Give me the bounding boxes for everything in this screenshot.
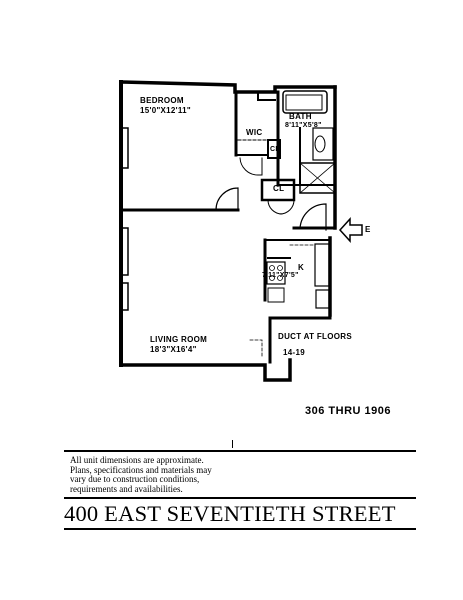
window-3: [120, 282, 129, 311]
exterior-wall-top: [119, 80, 337, 94]
bedroom-name: BEDROOM: [140, 96, 184, 105]
burner-2: [277, 265, 283, 271]
burner-4: [277, 275, 283, 281]
duct-dashed: [249, 339, 263, 357]
tub-inner: [285, 94, 323, 111]
kitchen-counter: [264, 239, 331, 259]
kitchen-dims: 7'11"X7'5": [262, 272, 299, 279]
bath-wall-lower: [277, 127, 336, 186]
entry-door: [299, 203, 327, 231]
bath-dims: 8'11"X5'8": [285, 122, 322, 129]
disclaimer-line: Plans, specifications and materials may: [70, 464, 212, 475]
bottom-rule: [64, 528, 416, 530]
disclaimer-line: requirements and availabilities.: [70, 483, 183, 494]
living-room-dims: 18'3"X16'4": [150, 345, 197, 354]
shower: [299, 162, 336, 194]
window-1: [120, 127, 129, 169]
disclaimer-line: vary due to construction conditions,: [70, 474, 200, 485]
closet-lower: [260, 178, 296, 202]
entry-label: E: [365, 225, 371, 234]
center-tick: [232, 440, 233, 448]
stove: [266, 261, 286, 285]
shower-x: [299, 162, 336, 194]
bedroom-door: [215, 187, 239, 211]
window-2: [120, 227, 129, 276]
burner-1: [269, 265, 275, 271]
kitchen-name: K: [298, 263, 305, 272]
sink: [314, 135, 326, 153]
duct-note-line2: 14-19: [283, 348, 305, 357]
bathtub: [282, 90, 328, 114]
units-range: 306 THRU 1906: [305, 405, 391, 417]
refrigerator: [314, 243, 330, 287]
disclaimer: All unit dimensions are approximate. Pla…: [70, 455, 290, 494]
vanity: [312, 127, 334, 161]
exterior-wall-bottom: [119, 358, 292, 382]
disclaimer-line: All unit dimensions are approximate.: [70, 455, 204, 465]
closet-door: [267, 199, 295, 215]
bedroom-dims: 15'0"X12'11": [140, 106, 192, 115]
wic-name: WIC: [246, 128, 263, 137]
duct-note-line1: DUCT AT FLOORS: [278, 332, 352, 341]
entry-arrow-icon: [338, 217, 363, 243]
bath-name: BATH: [289, 112, 312, 121]
dishwasher: [267, 287, 285, 303]
kitchen-sink: [315, 289, 330, 309]
cl-upper-name: CL: [270, 146, 280, 153]
building-name: 400 EAST SEVENTIETH STREET: [64, 501, 396, 526]
wall-wic-top: [257, 91, 276, 101]
burner-3: [269, 275, 275, 281]
top-rule: [64, 450, 416, 452]
cl-lower-name: CL: [273, 184, 285, 193]
middle-rule: [64, 497, 416, 499]
closet-small: [267, 139, 281, 159]
wic-door: [239, 157, 263, 176]
duct-wall: [268, 316, 332, 364]
living-room-name: LIVING ROOM: [150, 335, 208, 344]
